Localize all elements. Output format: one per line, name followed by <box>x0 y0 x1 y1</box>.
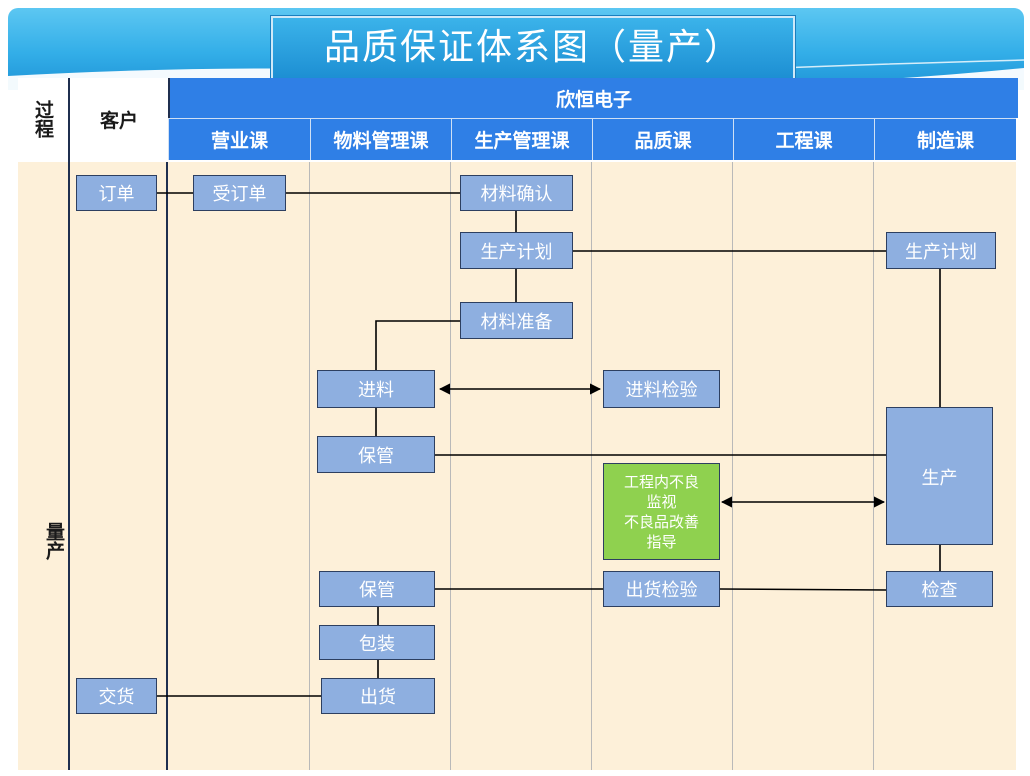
dept-header-sales: 营业课 <box>168 118 310 160</box>
dept-header-quality: 品质课 <box>592 118 733 160</box>
lane-divider <box>166 162 168 770</box>
node-receive-order: 受订单 <box>193 175 286 211</box>
node-incoming: 进料 <box>317 370 435 408</box>
node-material-prep: 材料准备 <box>460 302 573 339</box>
node-delivery: 交货 <box>76 678 157 714</box>
node-shipping-inspection: 出货检验 <box>603 571 720 607</box>
inprocess-line: 不良品改善 <box>623 512 699 531</box>
dept-header-engineering: 工程课 <box>733 118 874 160</box>
node-check: 检查 <box>886 571 993 607</box>
lane-divider <box>450 162 451 770</box>
inprocess-line: 指导 <box>646 532 677 551</box>
process-stage-cell: 量产 <box>18 162 68 770</box>
node-production-plan-mfg: 生产计划 <box>886 232 996 269</box>
node-production-plan-pm: 生产计划 <box>460 232 573 269</box>
lane-divider <box>309 162 310 770</box>
node-material-confirm: 材料确认 <box>460 175 573 211</box>
node-order: 订单 <box>76 175 157 211</box>
inprocess-line: 监视 <box>646 492 677 511</box>
lane-divider <box>591 162 592 770</box>
process-header: 过程 <box>18 78 68 160</box>
node-storage-1: 保管 <box>317 436 435 473</box>
node-storage-2: 保管 <box>319 571 435 607</box>
node-production: 生产 <box>886 407 993 545</box>
customer-header: 客户 <box>70 78 168 160</box>
node-incoming-inspection: 进料检验 <box>603 370 720 408</box>
node-inprocess-monitoring: 工程内不良 监视 不良品改善 指导 <box>603 463 720 560</box>
lane-divider <box>732 162 733 770</box>
dept-header-manufacturing: 制造课 <box>874 118 1016 160</box>
node-shipment: 出货 <box>321 678 435 714</box>
lane-divider <box>873 162 874 770</box>
dept-header-production-control: 生产管理课 <box>451 118 592 160</box>
page-title: 品质保证体系图（量产） <box>271 16 795 80</box>
process-column: 过程 量产 <box>18 78 70 770</box>
quality-assurance-table: 过程 量产 客户 欣恒电子 营业课 物料管理课 生产管理课 品质课 工程课 制造… <box>18 78 1018 770</box>
company-header: 欣恒电子 <box>168 78 1018 118</box>
stage-label: 量产 <box>43 522 65 560</box>
node-packing: 包装 <box>319 625 435 660</box>
dept-header-materials: 物料管理课 <box>310 118 451 160</box>
inprocess-line: 工程内不良 <box>623 472 699 491</box>
